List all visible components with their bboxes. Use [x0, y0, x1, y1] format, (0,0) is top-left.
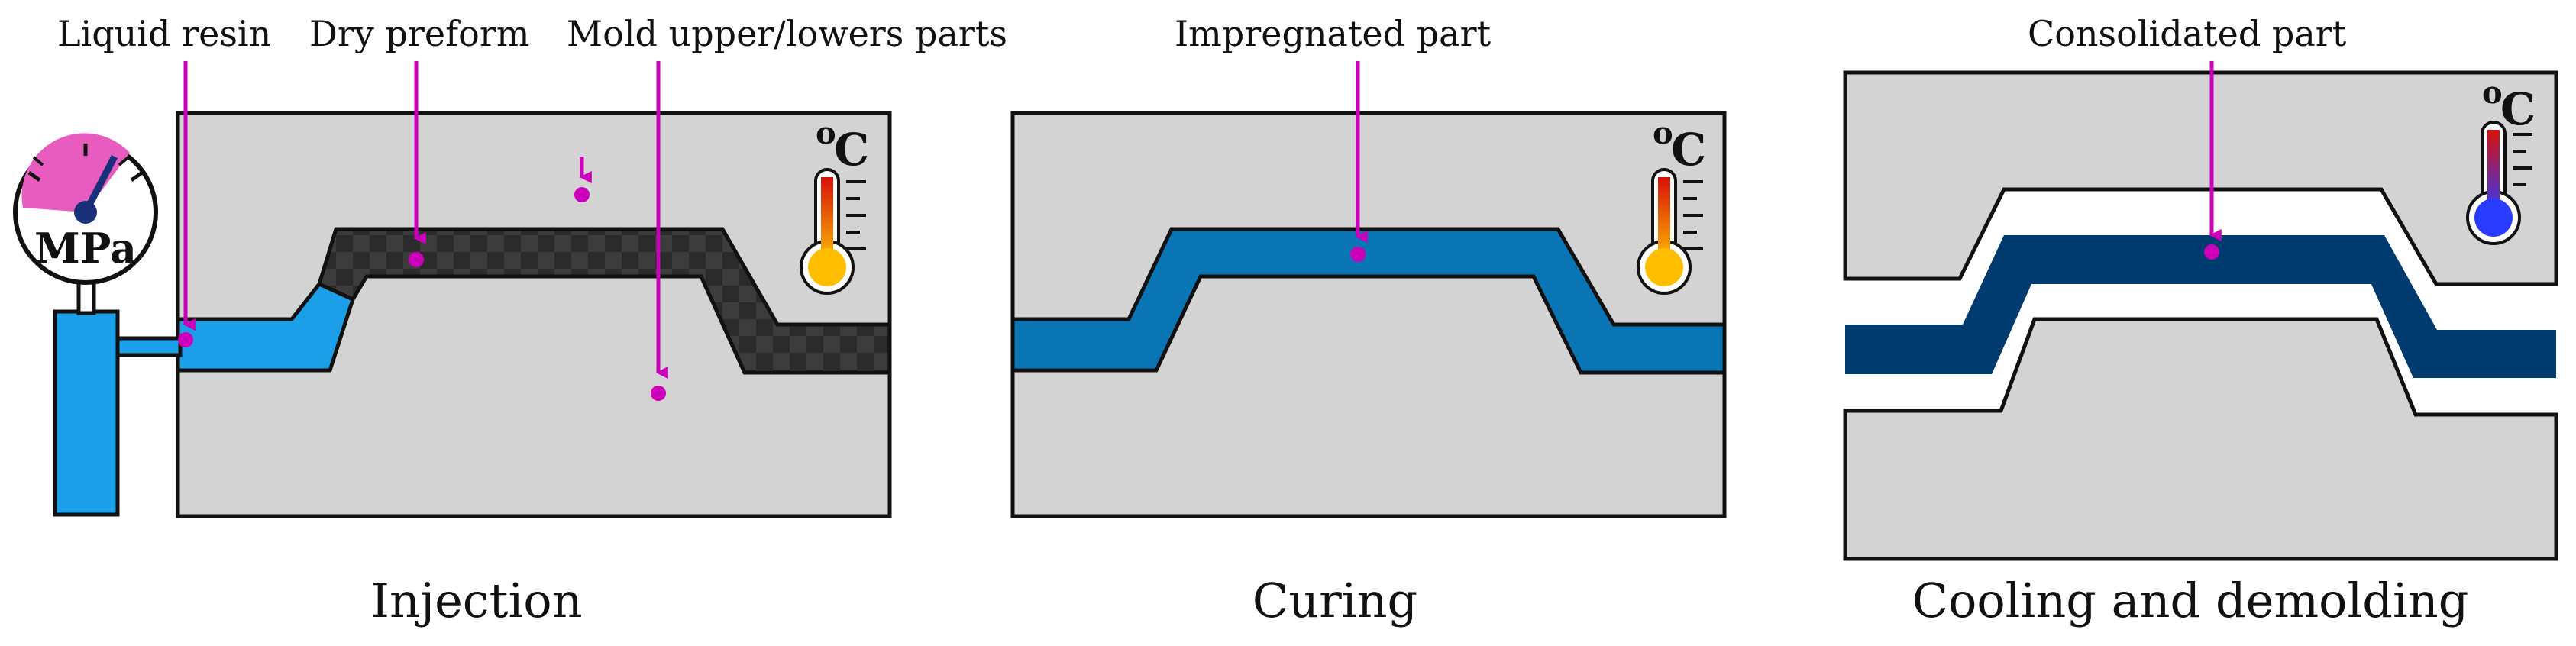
mold-box — [176, 111, 892, 518]
curing-panel: o C Impregnated part Curing — [1010, 13, 1727, 628]
impregnated-part-label: Impregnated part — [1175, 13, 1492, 54]
liquid-resin-shape — [176, 281, 356, 373]
thermometer-hot-icon: o C — [800, 115, 869, 295]
degree-c-label: C — [1671, 124, 1706, 176]
liquid-resin-label: Liquid resin — [57, 13, 271, 54]
dry-preform-label: Dry preform — [309, 13, 529, 54]
mold-lower-dot — [651, 386, 666, 401]
consolidated-part-shape — [1845, 235, 2556, 378]
injection-caption: Injection — [370, 573, 582, 628]
mold-box — [1010, 111, 1727, 518]
degree-o-label: o — [816, 115, 836, 151]
injection-panel: MPa o C Liquid resin Dry preform Mold up… — [13, 13, 1007, 628]
thermometer-hot-icon: o C — [1637, 115, 1706, 295]
pressure-gauge-icon: MPa — [13, 133, 158, 285]
mold-upper-dot — [574, 187, 590, 202]
cooling-caption: Cooling and demolding — [1912, 573, 2469, 628]
degree-c-label: C — [2500, 83, 2536, 135]
cooling-panel: o C Consolidated part Cooling and demold… — [1843, 13, 2558, 628]
impregnated-part-shape — [1010, 227, 1727, 375]
mold-parts-label: Mold upper/lowers parts — [567, 13, 1007, 54]
mold-upper-part — [1843, 70, 2558, 286]
dry-preform-shape — [316, 227, 892, 375]
thermometer-cold-icon: o C — [2466, 75, 2536, 245]
injection-pump — [53, 309, 120, 517]
degree-c-label: C — [834, 124, 869, 176]
impregnated-part-dot — [1350, 247, 1366, 262]
injection-pipe — [112, 336, 183, 357]
gauge-unit-label: MPa — [34, 224, 137, 273]
degree-o-label: o — [1653, 115, 1673, 151]
degree-o-label: o — [2482, 75, 2503, 111]
dry-preform-dot — [409, 252, 424, 267]
curing-caption: Curing — [1252, 573, 1417, 628]
consolidated-part-label: Consolidated part — [2028, 13, 2347, 54]
liquid-resin-dot — [178, 332, 193, 347]
mold-lower-part — [1843, 317, 2558, 561]
consolidated-part-dot — [2204, 244, 2219, 260]
